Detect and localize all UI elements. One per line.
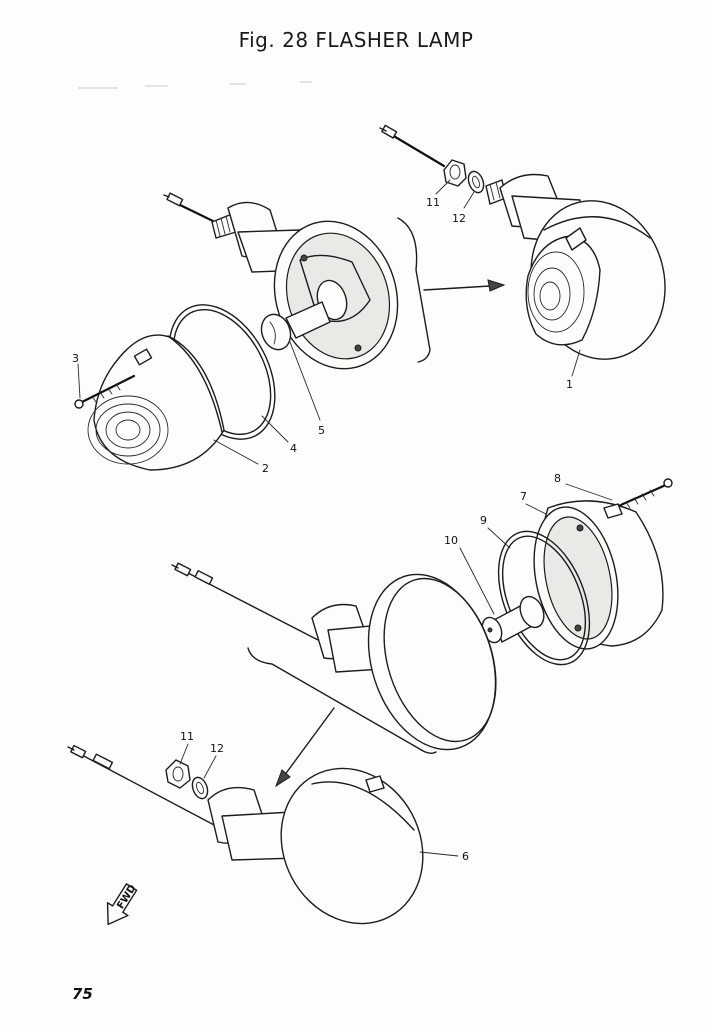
screw-top-left	[74, 374, 136, 409]
callout-2: 2	[262, 462, 269, 475]
reference-bracket-top	[397, 217, 506, 363]
callout-12-top: 12	[452, 212, 466, 225]
bulb-rear	[481, 595, 545, 644]
callout-10: 10	[444, 534, 458, 547]
lamp-body-top-right	[525, 200, 666, 360]
front-left-flasher-assembly	[74, 192, 399, 471]
forward-direction-marker: FWD	[106, 883, 139, 926]
callout-11-top: 11	[426, 196, 440, 209]
rear-right-exploded-parts	[481, 478, 673, 666]
callout-4: 4	[290, 442, 297, 455]
bulb-top-left	[260, 301, 331, 351]
wire-lead-top-left	[163, 192, 217, 224]
figure-title: Fig. 28 FLASHER LAMP	[238, 28, 474, 52]
lens-ridges-top-right	[527, 251, 585, 333]
callouts: 1 2 3 4 5 6 7 8 9 10	[72, 179, 613, 863]
nut-top-right	[443, 159, 467, 187]
lens-ridges-top-left	[87, 395, 169, 465]
nut-bottom	[165, 759, 191, 789]
washer-bottom	[191, 776, 209, 800]
callout-12-bottom: 12	[210, 742, 224, 755]
callout-11-bottom: 11	[180, 730, 194, 743]
callout-3: 3	[72, 352, 79, 365]
page-number: 75	[72, 985, 93, 1003]
screw-rear	[612, 478, 673, 510]
rear-left-flasher-assembled	[67, 744, 424, 925]
lens-top-left	[87, 334, 225, 471]
washer-top-right	[467, 170, 485, 194]
callout-9: 9	[480, 514, 487, 527]
rear-left-flasher-housing	[171, 562, 497, 751]
callout-5: 5	[318, 424, 325, 437]
reference-bracket-bottom	[247, 647, 437, 788]
lens-rear	[533, 500, 664, 650]
callout-1: 1	[566, 378, 573, 391]
wire-lead-middle	[171, 562, 319, 641]
stalk-bottom	[207, 786, 299, 861]
lamp-body-bottom	[280, 767, 424, 925]
wire-lead-top-right	[379, 124, 446, 168]
callout-8: 8	[554, 472, 561, 485]
scan-specks	[78, 81, 312, 89]
front-right-flasher-assembled	[379, 124, 666, 360]
callout-6: 6	[462, 850, 469, 863]
callout-7: 7	[520, 490, 527, 503]
lamp-body-middle	[367, 573, 497, 751]
wire-lead-bottom	[67, 744, 217, 827]
